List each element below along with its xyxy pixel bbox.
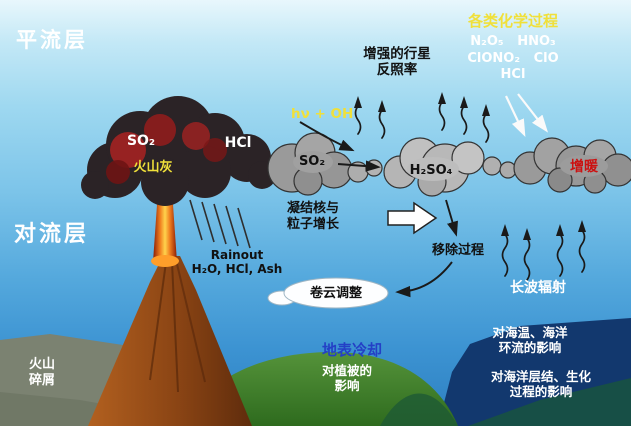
photolysis-label: hν + OH (291, 106, 354, 122)
arrow-chem-to-cloud-2 (517, 93, 549, 133)
ocean-surface (438, 318, 631, 426)
albedo-squiggle-3 (438, 101, 446, 131)
nucleation-label: 凝结核与 粒子增长 (286, 201, 340, 232)
arrow-cloud-to-removal (445, 199, 458, 237)
volcano (88, 176, 252, 426)
ocean-biogeochemistry-impact-label: 对海洋层结、生化 过程的影响 (490, 369, 592, 399)
chemistry-species-row2: ClONO₂ ClO (467, 50, 559, 66)
vegetation-impact-label: 对植被的 影响 (321, 363, 373, 393)
vegetated-hill (185, 352, 458, 426)
so2-aerosol-label: SO₂ (298, 154, 326, 169)
albedo-squiggle-4 (460, 105, 468, 135)
ocean-temperature-impact-label: 对海温、海洋 环流的影响 (492, 325, 568, 355)
longwave-squiggle-2 (523, 237, 531, 281)
so2-eruption-label: SO₂ (126, 133, 156, 149)
cirrus-label: 卷云调整 (309, 286, 363, 301)
warming-label: 增暖 (570, 159, 598, 175)
volcanic-ash-label: 火山灰 (133, 160, 173, 175)
aerosol-cloud-connector-1 (347, 159, 383, 183)
aerosol-cloud-warming (513, 137, 631, 194)
eruption-ash-cloud (81, 96, 276, 206)
albedo-squiggle-2 (378, 109, 386, 139)
chemistry-species-row3: HCl (500, 67, 526, 83)
longwave-squiggle-1 (501, 233, 509, 277)
aerosol-cloud-h2so4 (383, 137, 485, 197)
aerosol-cloud-so2 (267, 132, 353, 196)
cirrus-cloud (267, 277, 389, 309)
longwave-squiggle-4 (578, 229, 586, 273)
h2so4-label: H₂SO₄ (409, 163, 453, 178)
removal-label: 移除过程 (431, 243, 485, 258)
arrow-chem-to-cloud-1 (505, 95, 526, 137)
chemistry-species-row1: N₂O₅ HNO₃ (470, 34, 556, 49)
rainout-label: Rainout H₂O, HCl, Ash (191, 248, 283, 277)
chem-squiggle-1 (482, 113, 490, 143)
albedo-label: 增强的行星 反照率 (363, 46, 431, 79)
hcl-eruption-label: HCl (224, 135, 252, 151)
longwave-squiggle-3 (556, 233, 564, 277)
arrows (299, 92, 586, 298)
aerosol-cloud-connector-2 (482, 156, 517, 179)
arrow-so2-to-h2so4 (337, 160, 381, 172)
arrow-removal-to-cirrus (395, 261, 453, 298)
chemistry-title: 各类化学过程 (467, 12, 558, 30)
arrow-photolysis (299, 121, 355, 152)
stratosphere-label: 平流层 (16, 28, 88, 52)
crater-glow (151, 255, 179, 267)
surface-cooling-label: 地表冷却 (321, 341, 383, 359)
chemistry-panel: 各类化学过程 N₂O₅ HNO₃ ClONO₂ ClO HCl (467, 12, 558, 83)
block-arrow-growth (387, 201, 438, 235)
volcanic-debris-label: 火山 碎屑 (28, 357, 56, 388)
rainout-streaks (189, 199, 251, 249)
albedo-squiggle-1 (354, 105, 362, 135)
longwave-label: 长波辐射 (510, 280, 566, 296)
troposphere-label: 对流层 (14, 222, 90, 247)
